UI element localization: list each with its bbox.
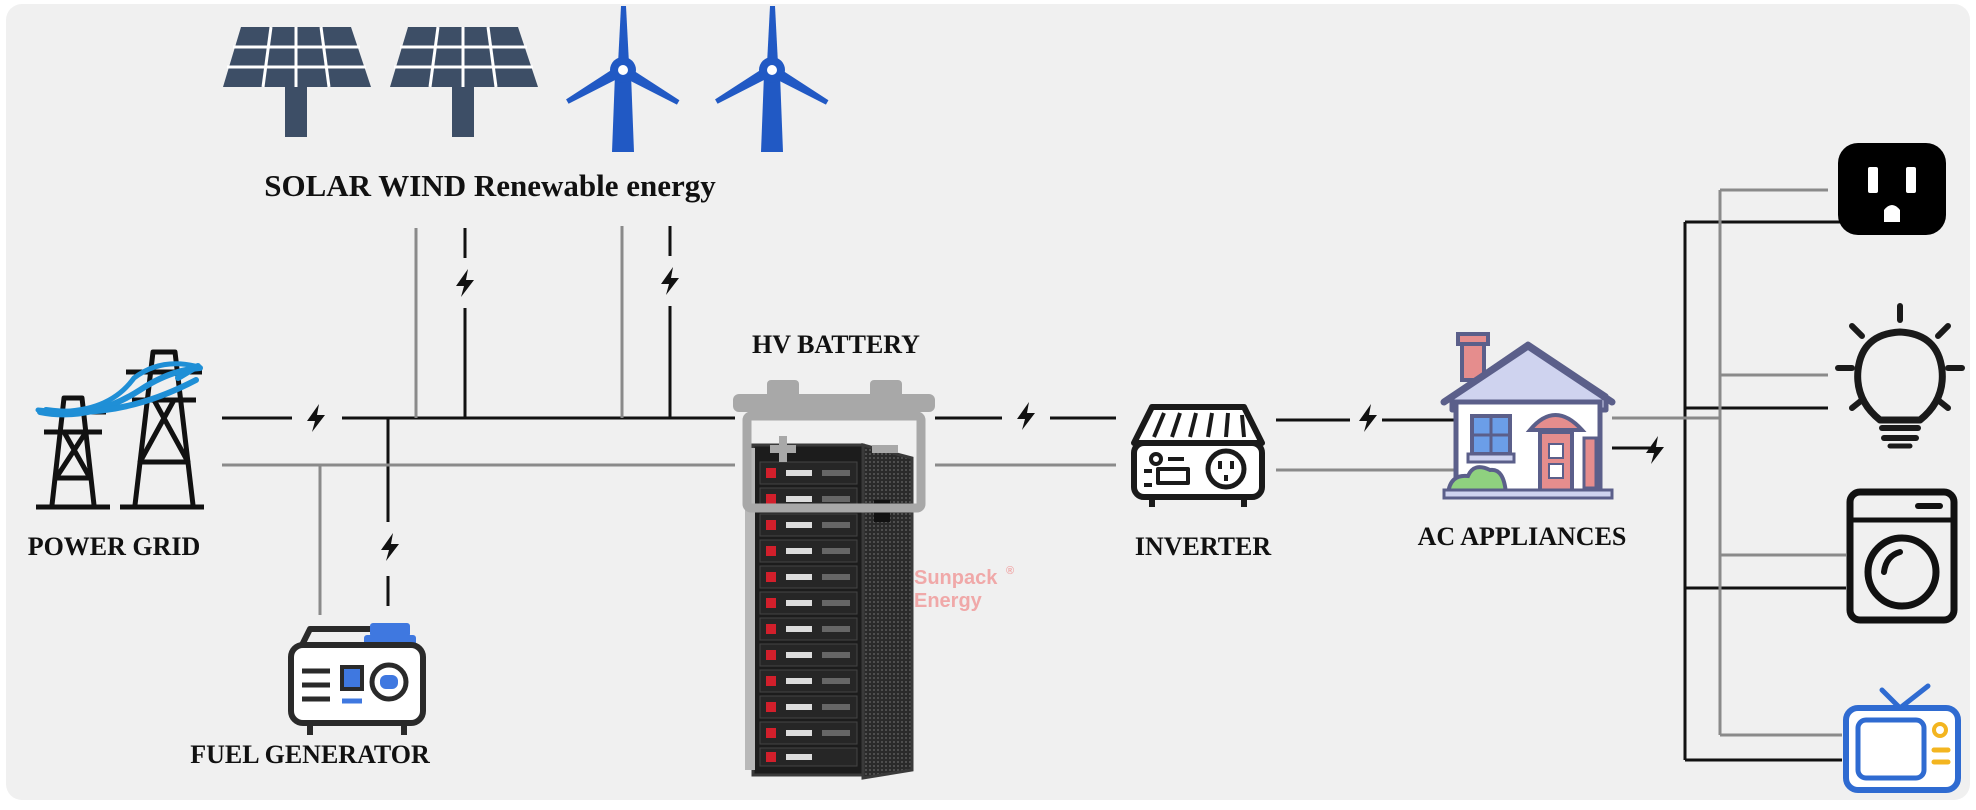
wind-turbine-icon	[715, 6, 829, 152]
ac-appliances-label: AC APPLIANCES	[1418, 522, 1627, 551]
power-outlet-icon	[1838, 143, 1946, 235]
wiring	[222, 188, 1846, 762]
watermark-line2: Energy	[914, 590, 983, 612]
television-icon	[1843, 683, 1961, 793]
watermark-line1: Sunpack	[914, 567, 998, 589]
watermark-mark: ®	[1006, 565, 1014, 577]
wind-turbine-icon	[566, 6, 680, 152]
house-icon	[1440, 332, 1616, 500]
washing-machine-icon	[1846, 488, 1958, 624]
battery-cabinet-icon	[733, 380, 935, 780]
watermark: Sunpack ® Energy	[914, 565, 1014, 612]
fuel-generator-icon	[288, 623, 426, 735]
hv-battery-label: HV BATTERY	[752, 330, 920, 359]
inverter-icon	[1131, 404, 1265, 507]
power-tower-icon	[35, 349, 204, 510]
fuel-generator-label: FUEL GENERATOR	[190, 740, 430, 769]
solar-panel-icon	[390, 26, 538, 137]
renewable-label: SOLAR WIND Renewable energy	[264, 168, 716, 203]
battery-symbol	[733, 380, 935, 513]
power-grid-label: POWER GRID	[28, 532, 201, 561]
light-bulb-icon	[1835, 303, 1965, 449]
solar-panel-icon	[223, 26, 371, 137]
background-panel	[6, 4, 1970, 800]
inverter-label: INVERTER	[1135, 532, 1272, 561]
